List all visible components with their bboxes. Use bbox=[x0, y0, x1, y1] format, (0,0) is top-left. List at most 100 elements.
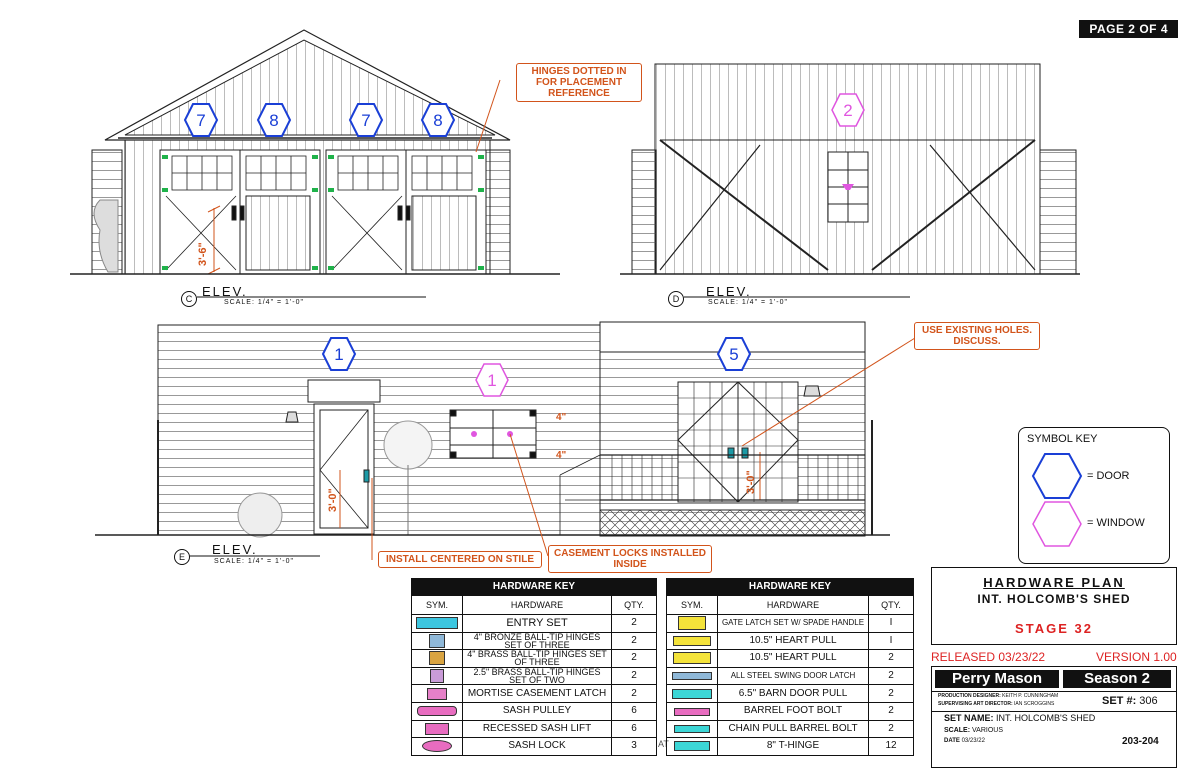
column-header-qty: QTY. bbox=[868, 595, 914, 615]
version-label: VERSION 1.00 bbox=[1096, 650, 1177, 664]
chain-bolt-icon bbox=[674, 725, 710, 734]
door-tag-c2: 8 bbox=[256, 103, 292, 137]
dimension-e-window-top: 4" bbox=[556, 412, 567, 423]
swing-latch-icon bbox=[672, 672, 712, 681]
small-hinge-icon bbox=[430, 669, 444, 684]
column-header-hardware: HARDWARE bbox=[462, 595, 612, 615]
column-header-hardware: HARDWARE bbox=[717, 595, 869, 615]
title-block: HARDWARE PLAN INT. HOLCOMB'S SHED STAGE … bbox=[931, 567, 1177, 645]
heart-pull-yellow-icon bbox=[673, 652, 711, 665]
sash-lift-icon bbox=[425, 722, 449, 735]
set-number-line: SET #: 306 bbox=[1102, 695, 1158, 707]
window-tag-d1: 2 bbox=[831, 93, 865, 127]
art-director-line: SUPERVISING ART DIRECTOR: IAN SCROGGINS bbox=[938, 701, 1055, 707]
elevation-c-label: ELEV. bbox=[202, 284, 248, 299]
sash-pulley-icon bbox=[417, 706, 457, 717]
gate-latch-icon bbox=[678, 616, 706, 631]
casement-latch-icon bbox=[427, 687, 447, 700]
elevation-d-label: ELEV. bbox=[706, 284, 752, 299]
elevation-d-scale: SCALE: 1/4" = 1'-0" bbox=[708, 299, 788, 306]
column-header-symbol: SYM. bbox=[666, 595, 718, 615]
svg-text:8: 8 bbox=[269, 111, 278, 130]
dimension-e-door: 3'-0" bbox=[327, 488, 339, 512]
svg-text:7: 7 bbox=[361, 111, 370, 130]
elevation-e-marker: E bbox=[174, 549, 190, 565]
symbol-key-panel: SYMBOL KEY = DOOR = WINDOW bbox=[1018, 427, 1170, 564]
t-hinge-icon bbox=[674, 741, 710, 752]
door-hexagon-icon bbox=[1031, 453, 1083, 499]
elevation-e-label: ELEV. bbox=[212, 542, 258, 557]
sheet-subtitle: INT. HOLCOMB'S SHED bbox=[977, 592, 1131, 606]
door-tag-c3: 7 bbox=[348, 103, 384, 137]
symbol-key-title: SYMBOL KEY bbox=[1027, 433, 1098, 445]
barrel-bolt-icon bbox=[674, 707, 710, 716]
svg-text:2: 2 bbox=[843, 101, 852, 120]
elevation-d-drawing bbox=[620, 63, 1080, 275]
set-name-line: SET NAME: INT. HOLCOMB'S SHED bbox=[944, 713, 1096, 723]
scale-line: SCALE: VARIOUS bbox=[944, 727, 1004, 734]
season-name: Season 2 bbox=[1063, 670, 1171, 688]
svg-text:1: 1 bbox=[487, 371, 496, 390]
stage-label: STAGE 32 bbox=[1015, 621, 1093, 636]
hardware-key-table-left: HARDWARE KEY SYM. HARDWARE QTY. ENTRY SE… bbox=[411, 578, 657, 756]
sash-lock-icon bbox=[422, 740, 452, 753]
page-number-badge: PAGE 2 OF 4 bbox=[1079, 20, 1178, 38]
entry-set-icon bbox=[416, 617, 458, 630]
elevation-d-marker: D bbox=[668, 291, 684, 307]
callout-casement-locks-note: CASEMENT LOCKS INSTALLED INSIDE bbox=[548, 545, 712, 573]
window-tag-e2: 1 bbox=[475, 363, 509, 397]
bronze-hinge-icon bbox=[429, 633, 445, 648]
hardware-key-title: HARDWARE KEY bbox=[666, 578, 914, 596]
heart-pull-icon bbox=[673, 635, 711, 646]
sheet-number: 203-204 bbox=[1122, 736, 1159, 747]
dimension-c-height: 3'-6" bbox=[197, 242, 209, 266]
elevation-c-drawing bbox=[70, 29, 560, 275]
callout-existing-holes-note: USE EXISTING HOLES. DISCUSS. bbox=[914, 322, 1040, 350]
hardware-key-title: HARDWARE KEY bbox=[411, 578, 657, 596]
door-tag-e1: 1 bbox=[321, 337, 357, 371]
callout-hinges-note: HINGES DOTTED IN FOR PLACEMENT REFERENCE bbox=[516, 63, 642, 102]
door-tag-c4: 8 bbox=[420, 103, 456, 137]
stray-label: AT bbox=[658, 739, 669, 749]
symbol-key-hexagons bbox=[1031, 453, 1083, 547]
symbol-key-door-label: = DOOR bbox=[1087, 470, 1130, 482]
brass-hinge-icon bbox=[429, 651, 445, 666]
door-tag-e3: 5 bbox=[716, 337, 752, 371]
released-date: RELEASED 03/23/22 bbox=[931, 650, 1046, 664]
door-tag-c1: 7 bbox=[183, 103, 219, 137]
designer-line: PRODUCTION DESIGNER: KEITH P. CUNNINGHAM bbox=[938, 693, 1059, 699]
date-line: DATE 03/23/22 bbox=[944, 738, 985, 744]
show-name: Perry Mason bbox=[935, 670, 1059, 688]
hardware-key-table-right: HARDWARE KEY SYM. HARDWARE QTY. GATE LAT… bbox=[666, 578, 914, 756]
svg-text:1: 1 bbox=[334, 345, 343, 364]
svg-text:8: 8 bbox=[433, 111, 442, 130]
elevation-c-marker: C bbox=[181, 291, 197, 307]
elevation-e-drawing bbox=[95, 321, 916, 560]
barn-pull-icon bbox=[672, 688, 712, 699]
column-header-qty: QTY. bbox=[611, 595, 657, 615]
svg-text:5: 5 bbox=[729, 345, 738, 364]
dimension-e-porch: 3'-0" bbox=[745, 470, 757, 494]
elevation-c-scale: SCALE: 1/4" = 1'-0" bbox=[224, 299, 304, 306]
production-info-block: Perry Mason Season 2 PRODUCTION DESIGNER… bbox=[931, 666, 1177, 768]
window-hexagon-icon bbox=[1032, 501, 1082, 547]
elevation-e-scale: SCALE: 1/4" = 1'-0" bbox=[214, 558, 294, 565]
callout-install-centered-note: INSTALL CENTERED ON STILE bbox=[378, 551, 542, 568]
dimension-e-window-bottom: 4" bbox=[556, 450, 567, 461]
svg-text:7: 7 bbox=[196, 111, 205, 130]
